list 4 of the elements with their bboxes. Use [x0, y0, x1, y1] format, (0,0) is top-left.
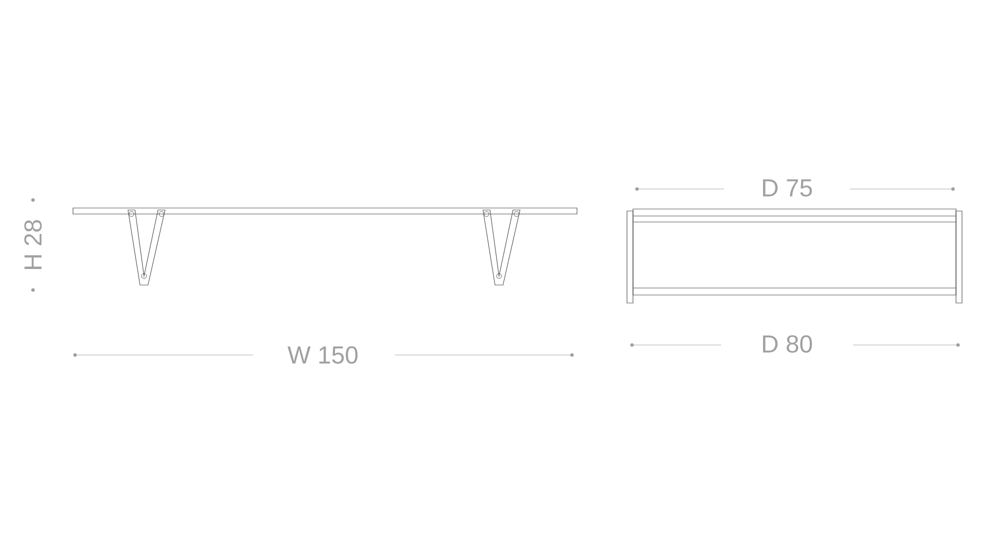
dimension-label: D 75	[763, 179, 812, 197]
dimension-label: D 80	[763, 335, 812, 353]
dimension-label: H 28	[24, 220, 42, 269]
dimension-label: W 150	[288, 346, 358, 364]
